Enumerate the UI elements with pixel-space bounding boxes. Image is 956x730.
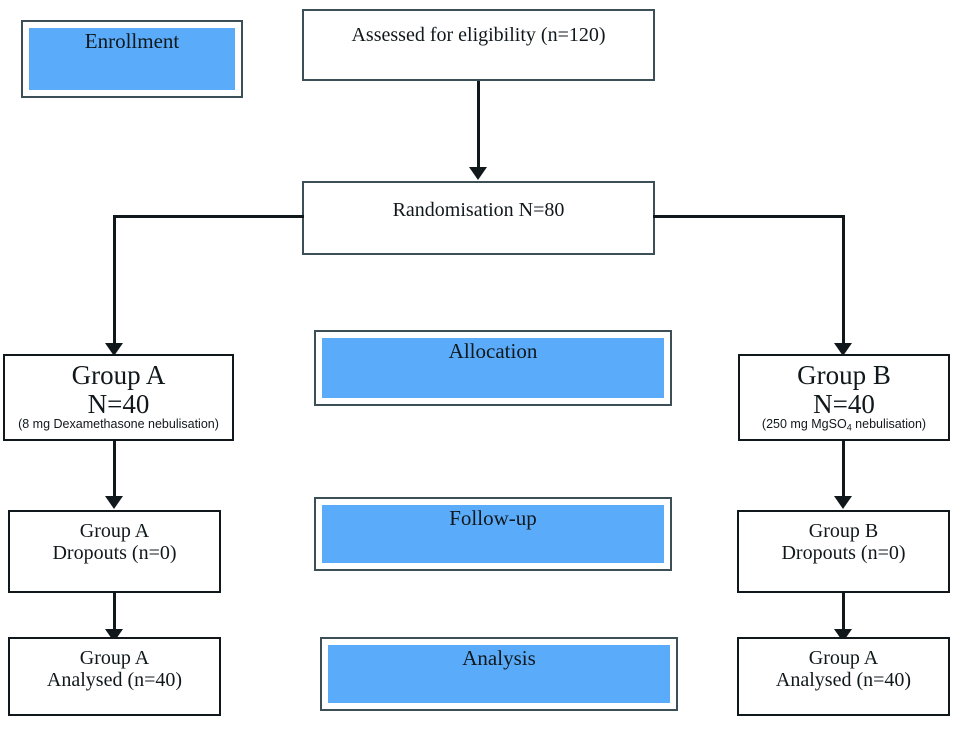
connector-randomisation-to-group-b-vertical [842,215,845,352]
node-randomisation: Randomisation N=80 [302,181,655,255]
stage-banner-label: Enrollment [84,29,180,53]
node-group-b: Group B N=40 (250 mg MgSO4 nebulisation) [738,354,950,441]
node-assessed-label: Assessed for eligibility (n=120) [351,24,606,46]
arrowhead-assessed-to-randomisation [469,167,487,180]
arrowhead-randomisation-to-group-a [105,343,123,356]
node-group-a-dropouts-line2: Dropouts (n=0) [52,542,177,565]
stage-banner-label: Follow-up [449,506,537,530]
node-group-a-analysed: Group A Analysed (n=40) [8,637,221,716]
connector-group-a-dropouts-to-analysed [113,593,116,645]
node-group-a-analysed-line1: Group A [79,647,150,669]
node-group-a-dropouts-line1: Group A [79,520,150,542]
node-group-a-detail: (8 mg Dexamethasone nebulisation) [18,417,219,432]
connector-randomisation-to-group-b-horizontal [653,215,845,218]
node-group-b-dropouts: Group B Dropouts (n=0) [737,510,950,593]
node-group-a-dropouts: Group A Dropouts (n=0) [8,510,221,593]
node-group-b-detail: (250 mg MgSO4 nebulisation) [761,417,927,433]
stage-banner-fill: Enrollment [29,28,235,90]
node-group-b-detail-prefix: (250 mg MgSO [761,417,847,432]
node-group-b-dropouts-line1: Group B [808,520,879,542]
node-randomisation-label: Randomisation N=80 [392,199,565,221]
node-group-a-title: Group A [71,360,166,390]
connector-group-b-to-dropouts [842,441,845,503]
node-group-a: Group A N=40 (8 mg Dexamethasone nebulis… [3,354,234,441]
arrowhead-randomisation-to-group-b [834,343,852,356]
node-group-b-count: N=40 [813,388,875,419]
node-group-b-analysed-line2: Analysed (n=40) [775,669,912,692]
stage-banner-fill: Allocation [322,338,664,398]
stage-banner-allocation: Allocation [314,330,672,406]
connector-randomisation-to-group-a-horizontal [113,215,304,218]
node-group-b-detail-suffix: nebulisation) [851,417,927,432]
node-group-b-title: Group B [797,360,891,390]
node-group-b-analysed-line1: Group A [808,647,879,669]
stage-banner-fill: Analysis [328,645,670,703]
node-assessed-for-eligibility: Assessed for eligibility (n=120) [302,9,655,81]
stage-banner-enrollment: Enrollment [21,20,243,98]
connector-randomisation-to-group-a-vertical [113,215,116,352]
arrowhead-group-a-to-dropouts [105,496,123,509]
stage-banner-fill: Follow-up [322,505,664,563]
node-group-b-detail-subscript: 4 [846,422,852,433]
stage-banner-label: Analysis [462,646,536,670]
stage-banner-analysis: Analysis [320,637,678,711]
node-group-a-count: N=40 [87,388,150,419]
node-group-a-analysed-line2: Analysed (n=40) [46,669,183,692]
stage-banner-follow-up: Follow-up [314,497,672,571]
node-group-b-analysed: Group A Analysed (n=40) [737,637,950,716]
arrowhead-group-b-to-dropouts [834,496,852,509]
stage-banner-label: Allocation [448,339,538,363]
connector-group-a-to-dropouts [113,441,116,503]
connector-assessed-to-randomisation [477,81,480,168]
node-group-b-dropouts-line2: Dropouts (n=0) [781,542,906,565]
connector-group-b-dropouts-to-analysed [842,593,845,645]
